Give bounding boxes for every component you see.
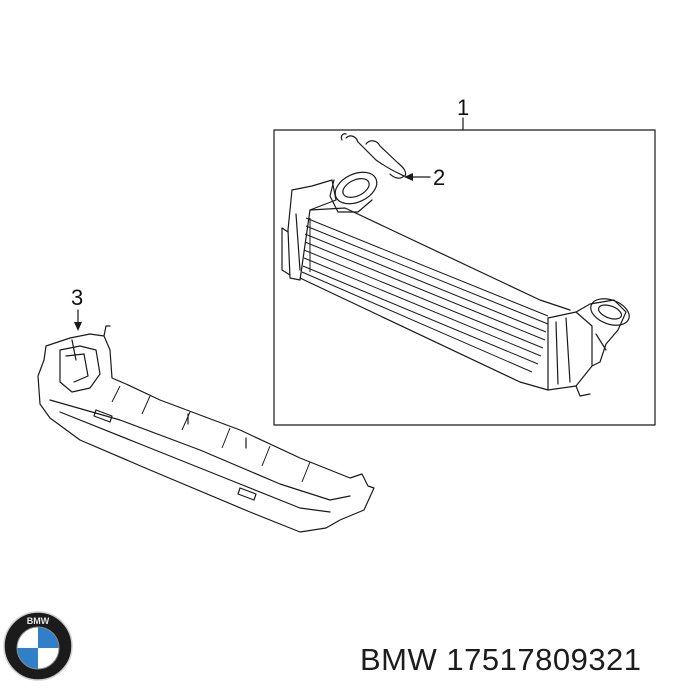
intercooler: [281, 171, 630, 397]
assembly-frame: [273, 117, 656, 426]
air-duct-panel: [37, 325, 375, 533]
core-fins: [301, 217, 549, 373]
callout-3-leader: [74, 309, 82, 331]
callout-2-leader: [404, 173, 431, 181]
part-number: 17517809321: [446, 642, 642, 677]
bmw-logo-text: BMW: [27, 616, 50, 626]
part-caption: BMW 17517809321: [360, 642, 642, 678]
callout-1-label: 1: [457, 95, 469, 120]
callout-2-label: 2: [433, 165, 445, 190]
clip-bracket: [340, 133, 407, 179]
bmw-logo: BMW: [3, 611, 73, 681]
callout-3-label: 3: [71, 285, 83, 310]
brand-name: BMW: [360, 642, 438, 677]
